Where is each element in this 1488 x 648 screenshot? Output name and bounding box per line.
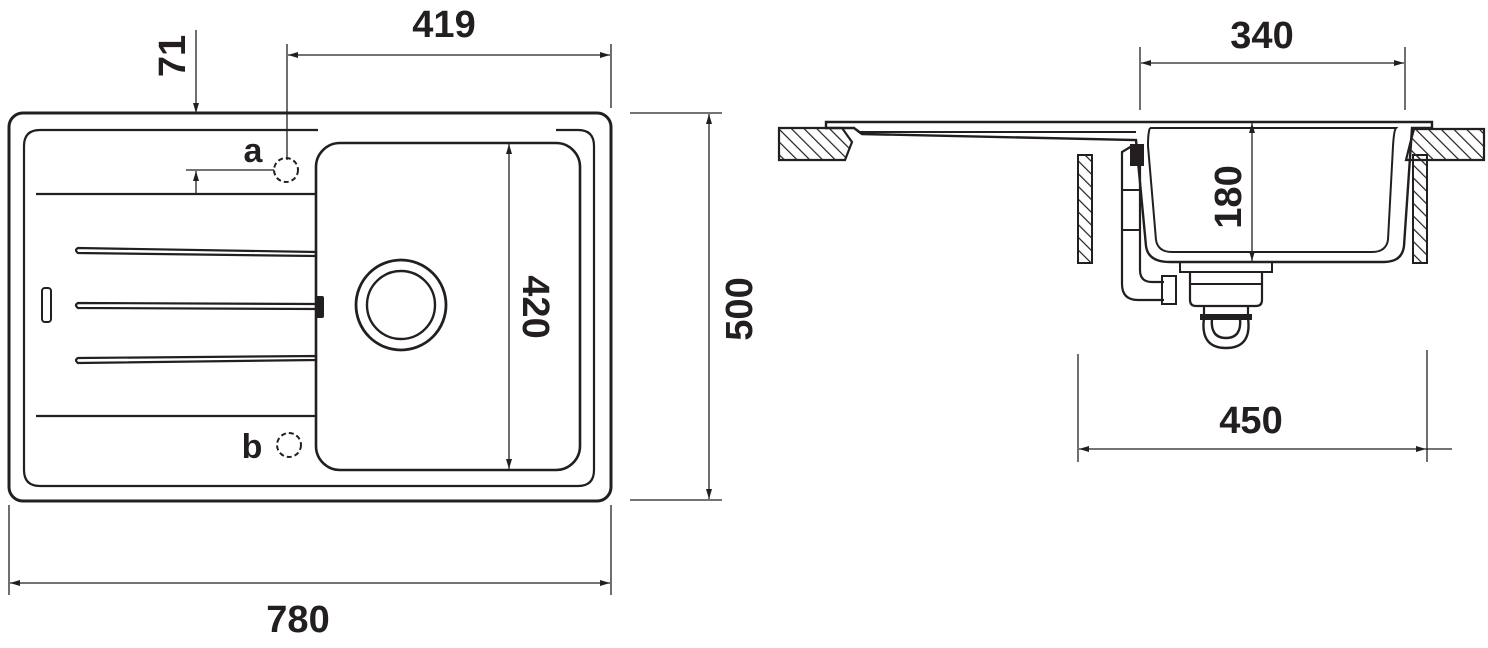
dim-180: 180	[1208, 165, 1250, 228]
sink-outer-rim	[7, 111, 613, 503]
dim-340: 340	[1230, 15, 1293, 57]
groove-joint	[315, 296, 324, 318]
cabinet-wall-left	[1077, 154, 1093, 264]
dim-420: 420	[514, 275, 556, 338]
waste-body	[1188, 272, 1264, 320]
strainer-flange	[1179, 261, 1273, 273]
overflow-fitting	[1130, 144, 1144, 166]
drainer-groove-1	[74, 246, 318, 258]
tap-hole-b-label: b	[242, 428, 263, 466]
dim-419: 419	[412, 4, 475, 46]
overflow-coupling	[1161, 275, 1177, 305]
waste-outlet-inner	[365, 269, 437, 341]
tap-hole-b	[276, 432, 302, 458]
trap-nut	[1200, 314, 1252, 320]
dim-71: 71	[152, 35, 194, 77]
dim-500: 500	[719, 277, 761, 340]
drainer-groove-3	[74, 354, 318, 365]
dim-450: 450	[1219, 400, 1282, 442]
drainer-groove-2	[74, 301, 318, 311]
waste-outlet-outer	[354, 258, 448, 352]
drainer-outline	[22, 128, 596, 488]
section-view: 340 180 450	[777, 15, 1486, 462]
sink-profile-inner	[858, 127, 1399, 253]
tap-hole-a	[273, 157, 299, 183]
overflow-pipe	[1120, 145, 1164, 302]
trap	[1202, 317, 1250, 350]
worktop-left	[777, 126, 854, 162]
top-view: a b 780 419 500 420 71	[7, 4, 761, 641]
sink-profile-outer	[824, 120, 1434, 264]
cabinet-wall-right	[1412, 154, 1428, 264]
overflow-slot	[41, 287, 52, 323]
dim-780: 780	[266, 599, 329, 641]
tap-hole-a-label: a	[244, 132, 264, 170]
